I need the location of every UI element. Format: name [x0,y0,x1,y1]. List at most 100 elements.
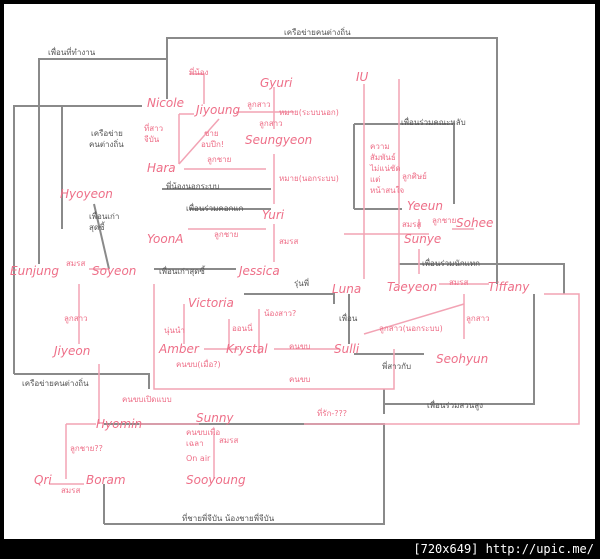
relation-label: หน้าสนใจ [370,186,405,195]
person-jessica: Jessica [239,264,280,278]
relation-label: พี่น้องนอกระบบ [166,182,220,191]
relation-label: ลูกสาว [466,314,490,323]
link-gray [166,37,498,284]
person-yoona: YoonA [147,232,184,246]
relation-label: พี่สาวกับ [382,362,412,371]
link-gray [384,294,535,405]
relation-label: ที่ชายพี่จีบัน น้องชายพี่จีบัน [182,514,275,523]
relation-label: คนขบ(เมื่อ?) [176,360,221,369]
person-amber: Amber [159,342,199,356]
link-pink [189,73,205,104]
relation-label: สมรส [279,237,299,246]
relationship-lines [13,37,580,525]
link-gray [244,293,335,304]
relation-label: ลูกสาว [64,314,88,323]
relation-label: ลูกสาว [259,119,283,128]
relationship-diagram: Nicole Jiyoung Gyuri IU Hara Seungyeon H… [4,4,595,539]
relation-label: ลูกชาย [432,216,457,225]
person-qri: Qri [34,473,52,487]
link-gray [38,58,167,264]
relation-label: ลูกศิษย์ [402,172,427,181]
relation-label: คนต่างถิ่น [89,140,124,149]
person-boram: Boram [86,473,126,487]
relation-label: หมาย(ระบบนอก) [279,108,339,117]
relation-label: สัมพันธ์ [370,153,396,162]
relation-label: ไม่แน่ชัด [370,164,401,173]
relation-label: คนขบเพื่อ [186,428,221,437]
relation-label: ออนนี่ [232,324,253,333]
watermark-bar: [720x649] http://upic.me/ [0,541,600,559]
relation-label: เครือข่ายคนต่างถิ่น [284,28,351,37]
relation-label: ที่รัก-??? [317,409,348,418]
relation-label: นุ่นนำ [164,326,185,335]
relation-label: น้องสาว? [264,309,297,318]
person-tiffany: Tiffany [488,280,530,294]
relation-label: คนขบเปิดแบบ [122,395,172,404]
relation-label: สมรส [61,486,81,495]
person-luna: Luna [332,282,362,296]
relation-label: รุ่นพี่ [294,279,310,288]
relation-label: ลูกชาย [207,155,232,164]
link-pink [363,303,465,335]
link-pink [304,293,580,425]
relation-label: สมรส [219,436,239,445]
relation-label: เพื่อนเก่า [89,212,120,221]
link-gray [14,373,150,389]
person-eunjung: Eunjung [10,264,59,278]
person-iu: IU [356,70,369,84]
link-pink [153,284,395,390]
link-gray [93,203,110,270]
person-seohyun: Seohyun [436,352,489,366]
relation-label: ที่สาว [144,124,164,133]
person-gyuri: Gyuri [260,76,293,90]
relation-label: เพื่อนร่วมคณะหลับ [401,118,466,127]
relation-label: คนขบ [289,375,311,384]
person-hyoyeon: Hyoyeon [60,187,113,201]
relation-label: คนขบ [289,342,311,351]
relation-label: สุดซี้ [89,223,105,232]
person-sooyoung: Sooyoung [186,473,246,487]
link-pink [178,118,220,165]
relation-label: ความ [370,142,390,151]
person-krystal: Krystal [226,342,268,356]
relation-label: หมาย(นอกระบบ) [279,174,339,183]
person-victoria: Victoria [188,296,234,310]
person-yuri: Yuri [262,208,285,222]
relation-label: สมรส [66,259,86,268]
relation-label: ลูกชาย?? [70,444,103,453]
link-gray [399,263,565,294]
relation-label: อบปีก! [201,140,225,149]
relation-label: ลูกสาว [247,100,271,109]
person-nicole: Nicole [147,96,184,110]
watermark-text: [720x649] http://upic.me/ [413,542,594,556]
relation-label: จีบัน [144,135,160,144]
person-taeyeon: Taeyeon [387,280,438,294]
person-yeeun: Yeeun [407,199,443,213]
person-hyomin: Hyomin [96,417,143,431]
relation-label: เพื่อนร่วมสวนสูง [427,401,483,410]
relation-label: แต่ [370,175,381,184]
relation-label: พี่น้อง [189,68,209,77]
link-gray [104,423,385,525]
person-seungyeon: Seungyeon [245,133,313,147]
person-hara: Hara [147,161,176,175]
person-jiyoung: Jiyoung [196,103,241,117]
relation-label: สมรส [402,220,422,229]
relation-label: ลูกชาย [214,230,239,239]
relation-label: สมรส [449,278,469,287]
person-jiyeon: Jiyeon [54,344,91,358]
person-sulli: Sulli [334,342,360,356]
relation-label: เพื่อนที่ทำงาน [48,48,96,57]
relation-label: เครือข่าย [91,129,123,138]
person-sohee: Sohee [456,216,494,230]
link-gray [13,105,142,374]
relation-label: ลูกสาว(นอกระบบ) [379,324,443,333]
relation-label: On air [186,454,211,463]
person-sunye: Sunye [404,232,442,246]
person-sunny: Sunny [196,411,234,425]
relation-label: เพื่อน [339,314,358,323]
relation-label: ชาย [204,129,219,138]
relation-label: เพื่อนเก่าสุดซี้ [159,267,205,276]
link-gray [354,123,455,204]
